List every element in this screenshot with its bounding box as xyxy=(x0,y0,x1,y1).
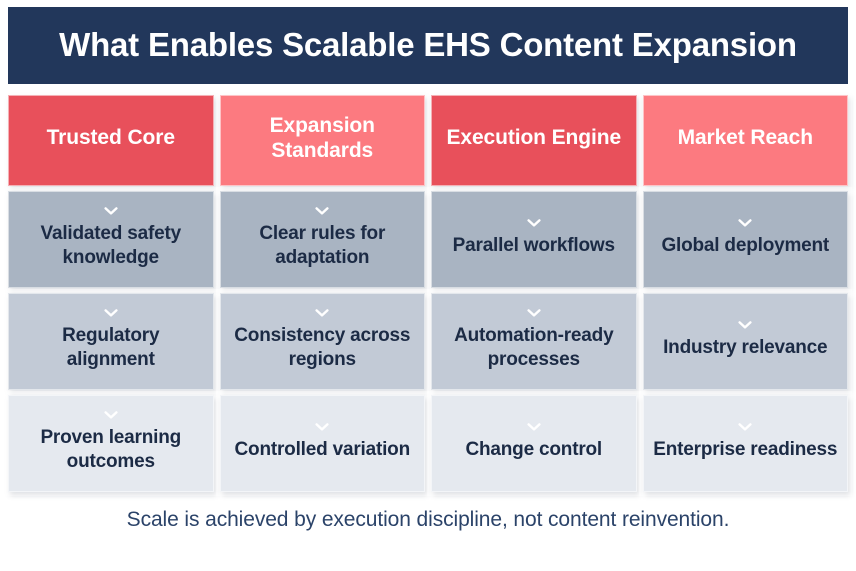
chevron-down-icon xyxy=(315,207,329,216)
chevron-down-icon xyxy=(315,423,329,432)
chevron-down-icon xyxy=(104,411,118,420)
chevron-down-icon xyxy=(527,423,541,432)
matrix-cell-label: Validated safety knowledge xyxy=(40,223,182,268)
page-title: What Enables Scalable EHS Content Expans… xyxy=(59,26,797,64)
matrix-cell[interactable]: Clear rules for adaptation xyxy=(219,191,425,288)
column-header-label: Execution Engine xyxy=(446,126,622,150)
matrix-cell-label: Parallel workflows xyxy=(452,234,615,256)
column-header-market-reach[interactable]: Market Reach xyxy=(642,95,848,186)
title-banner: What Enables Scalable EHS Content Expans… xyxy=(8,7,848,84)
matrix-cell-label: Consistency across regions xyxy=(234,325,411,370)
chevron-down-icon xyxy=(738,219,752,228)
column-header-label: Market Reach xyxy=(677,126,813,150)
matrix-cell[interactable]: Global deployment xyxy=(642,191,848,288)
matrix-cell[interactable]: Automation-ready processes xyxy=(431,293,637,390)
matrix-cell-label: Automation-ready processes xyxy=(454,325,614,370)
matrix-cell[interactable]: Regulatory alignment xyxy=(8,293,214,390)
column-header-expansion-standards[interactable]: Expansion Standards xyxy=(219,95,425,186)
chevron-down-icon xyxy=(315,309,329,318)
chevron-down-icon xyxy=(527,309,541,318)
matrix-cell[interactable]: Change control xyxy=(431,395,637,492)
column-header-label: Trusted Core xyxy=(46,126,175,150)
matrix-cell-label: Change control xyxy=(465,438,603,460)
chevron-down-icon xyxy=(738,423,752,432)
footer-caption: Scale is achieved by execution disciplin… xyxy=(126,508,730,531)
matrix-cell[interactable]: Controlled variation xyxy=(219,395,425,492)
matrix-cell[interactable]: Validated safety knowledge xyxy=(8,191,214,288)
matrix-cell[interactable]: Parallel workflows xyxy=(431,191,637,288)
matrix-cell[interactable]: Industry relevance xyxy=(642,293,848,390)
matrix-cell-label: Enterprise readiness xyxy=(653,438,838,460)
matrix-cell[interactable]: Consistency across regions xyxy=(219,293,425,390)
matrix-cell-label: Proven learning outcomes xyxy=(40,427,182,472)
matrix-cell-label: Regulatory alignment xyxy=(62,325,160,370)
column-header-execution-engine[interactable]: Execution Engine xyxy=(431,95,637,186)
matrix-cell-label: Global deployment xyxy=(661,234,830,256)
chevron-down-icon xyxy=(738,321,752,330)
matrix-cell[interactable]: Proven learning outcomes xyxy=(8,395,214,492)
matrix-cell-label: Clear rules for adaptation xyxy=(259,223,386,268)
column-header-label: Expansion Standards xyxy=(269,113,375,162)
chevron-down-icon xyxy=(104,309,118,318)
column-header-trusted-core[interactable]: Trusted Core xyxy=(8,95,214,186)
matrix-cell-label: Controlled variation xyxy=(234,438,411,460)
matrix-cell[interactable]: Enterprise readiness xyxy=(642,395,848,492)
matrix-cell-label: Industry relevance xyxy=(663,336,828,358)
footer: Scale is achieved by execution disciplin… xyxy=(8,508,848,532)
chevron-down-icon xyxy=(104,207,118,216)
capability-matrix: Trusted Core Expansion Standards Executi… xyxy=(8,95,848,492)
chevron-down-icon xyxy=(527,219,541,228)
